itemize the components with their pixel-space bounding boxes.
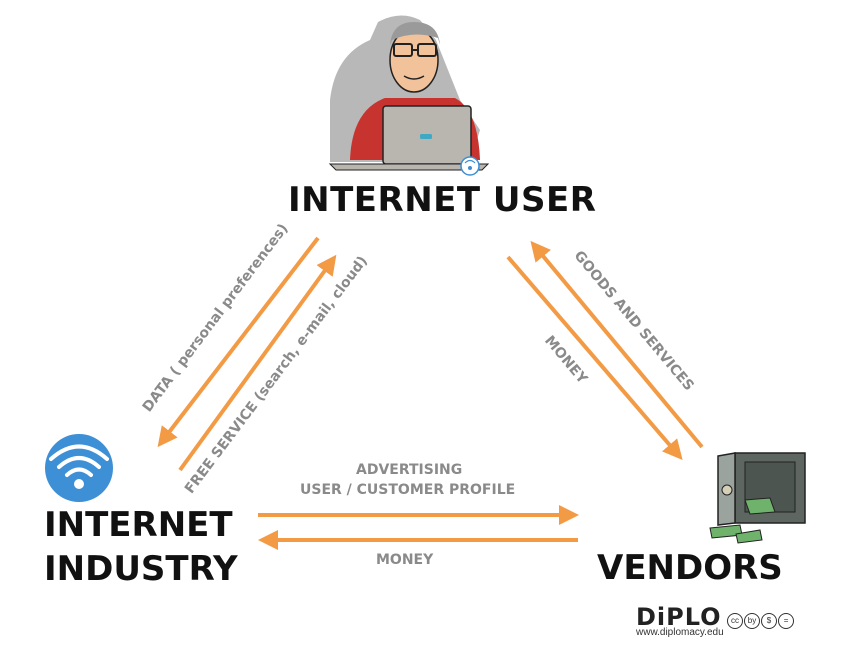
free-service-arrow — [178, 254, 337, 472]
goods-arrow — [530, 240, 704, 449]
vendors-label: VENDORS — [597, 548, 783, 588]
advertising-edge-label: ADVERTISING — [356, 462, 463, 478]
diplo-url: www.diplomacy.edu — [636, 627, 724, 638]
nd-icon: = — [778, 612, 795, 629]
cc-icon: cc — [727, 612, 744, 629]
wifi-icon — [45, 434, 113, 502]
by-icon: by — [744, 612, 761, 629]
arrows — [157, 236, 704, 550]
internet-industry-line1: INTERNET — [44, 505, 233, 545]
internet-user-label: INTERNET USER — [288, 180, 597, 220]
money-bottom-edge-label: MONEY — [376, 552, 434, 568]
data-arrow — [157, 236, 320, 448]
profile-edge-label: USER / CUSTOMER PROFILE — [300, 482, 516, 498]
internet-user-illustration — [328, 15, 490, 176]
money-right-arrow — [506, 255, 683, 461]
safe-illustration — [709, 452, 806, 544]
nc-icon: $ — [761, 612, 778, 629]
diplo-wordmark: DiPLO — [636, 603, 722, 631]
internet-industry-line2: INDUSTRY — [44, 549, 238, 589]
internet-industry-label: INTERNET INDUSTRY — [44, 503, 238, 591]
